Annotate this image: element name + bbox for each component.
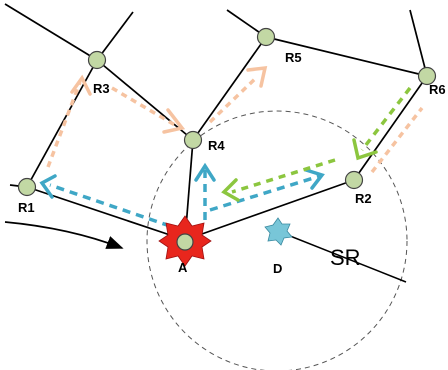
- destination-star-icon: [264, 217, 293, 246]
- label-a: A: [178, 260, 188, 275]
- link-r3-top: [96, 11, 134, 61]
- link-r1-r3: [26, 59, 98, 188]
- link-r6-r2: [353, 75, 428, 181]
- nodes: [17, 27, 437, 251]
- link-r3-r4: [96, 59, 194, 141]
- blue-path: [49, 170, 321, 228]
- node-r6: [417, 66, 437, 86]
- label-sr: SR: [330, 245, 361, 270]
- incoming-arrow: [4, 221, 124, 249]
- node-r2: [344, 170, 364, 190]
- radius-line: [279, 231, 407, 283]
- label-r6: R6: [429, 82, 446, 97]
- label-r1: R1: [18, 200, 35, 215]
- green-arrowheads: [221, 138, 378, 202]
- label-r5: R5: [285, 50, 302, 65]
- node-r1: [17, 177, 37, 197]
- orange-path: [46, 75, 424, 174]
- range-circle: [146, 110, 408, 370]
- blue-arrowheads: [39, 162, 325, 199]
- node-a: [176, 233, 194, 251]
- link-r6-top: [409, 9, 428, 77]
- links: [4, 3, 428, 241]
- label-d: D: [273, 261, 282, 276]
- node-r3: [87, 50, 107, 70]
- link-r4-r5: [192, 36, 267, 141]
- link-r3-top-left: [4, 3, 98, 61]
- orange-arrowheads: [70, 65, 268, 134]
- link-a-r1: [26, 186, 186, 241]
- link-r5-r6: [265, 36, 428, 77]
- node-r4: [183, 130, 203, 150]
- node-r5: [256, 27, 276, 47]
- link-r2-a: [184, 179, 355, 241]
- green-path: [231, 86, 412, 194]
- label-r2: R2: [355, 191, 372, 206]
- label-r4: R4: [208, 138, 225, 153]
- label-r3: R3: [93, 81, 110, 96]
